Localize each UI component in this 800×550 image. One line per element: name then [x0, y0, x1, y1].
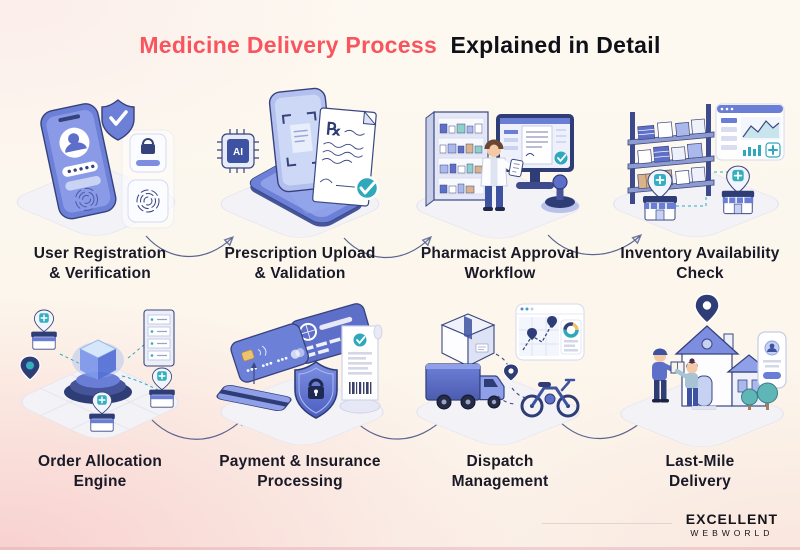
- bottom-edge-strip: [0, 547, 800, 550]
- allocation-core-icon: [64, 339, 132, 404]
- step-label: Pharmacist Approval Workflow: [421, 244, 579, 284]
- title-highlight: Medicine Delivery Process: [139, 32, 438, 58]
- pharmacy-store-icon: [149, 367, 175, 408]
- step-label-line1: Dispatch: [466, 453, 534, 470]
- step-label-line1: User Registration: [33, 245, 167, 262]
- phone-icon: [40, 103, 117, 220]
- pharmacy-store-icon: [643, 169, 677, 221]
- step-label-line2: Processing: [257, 472, 343, 490]
- location-pin-icon: [19, 355, 41, 381]
- step-prescription-upload: AI ℞: [200, 84, 400, 284]
- step-label-line2: Check: [676, 264, 724, 282]
- step-label-line2: Delivery: [669, 472, 731, 490]
- page-title: Medicine Delivery Process Explained in D…: [0, 32, 800, 59]
- home-location-pin-icon: [694, 293, 720, 324]
- step-label-line1: Order Allocation: [37, 453, 163, 470]
- step-label: Inventory Availability Check: [620, 244, 779, 284]
- step-inventory-check: Inventory Availability Check: [600, 84, 800, 284]
- payment-cards-shield-illustration: [216, 303, 384, 446]
- delivery-bike-icon: [520, 378, 580, 418]
- tree-icon: [741, 382, 778, 410]
- step-last-mile-delivery: Last-Mile Delivery: [600, 292, 800, 492]
- step-label: Payment & Insurance Processing: [219, 452, 380, 492]
- process-row-1: User Registration & Verification: [0, 84, 800, 284]
- flat-card-icon: [216, 362, 292, 411]
- route-pin-icon: [502, 363, 520, 382]
- receipt-icon: [339, 324, 383, 414]
- server-rack-icon: [143, 309, 175, 367]
- ai-chip-label: AI: [233, 147, 243, 158]
- pharmacy-store-icon: [31, 309, 57, 350]
- ai-chip-icon: AI: [217, 129, 259, 173]
- step-label-line2: Workflow: [464, 264, 536, 282]
- allocation-engine-illustration: [19, 309, 179, 439]
- delivery-app-phone-icon: [757, 331, 787, 389]
- step-payment-insurance: Payment & Insurance Processing: [200, 292, 400, 492]
- logo-divider-line: [542, 523, 672, 524]
- prescription-scan-illustration: AI ℞: [217, 87, 380, 238]
- brand-logo-line1: EXCELLENT: [685, 511, 778, 527]
- step-label-line2: Management: [451, 472, 549, 490]
- approval-monitor-icon: [496, 114, 574, 189]
- dispatch-truck-map-illustration: [416, 303, 585, 446]
- step-label-line2: Engine: [73, 472, 127, 490]
- title-rest-text: Explained in Detail: [450, 32, 661, 58]
- step-label-line1: Pharmacist Approval: [420, 245, 580, 262]
- step-label: Dispatch Management: [452, 452, 549, 492]
- inventory-dashboard-icon: [715, 103, 785, 161]
- step-label-line2: & Verification: [49, 264, 151, 282]
- step-label-line1: Inventory Availability: [620, 245, 780, 262]
- brand-logo: EXCELLENT WEBWORLD: [686, 511, 778, 538]
- step-user-registration: User Registration & Verification: [0, 84, 200, 284]
- check-badge-icon: [354, 175, 380, 201]
- step-label-line1: Prescription Upload: [224, 245, 376, 262]
- approval-stamp-icon: [541, 174, 579, 213]
- step-order-allocation: Order Allocation Engine: [0, 292, 200, 492]
- brand-logo-line2: WEBWORLD: [690, 528, 774, 538]
- parcel-box-icon: [440, 313, 496, 367]
- security-shield-lock-icon: [294, 361, 338, 419]
- step-label-line1: Payment & Insurance: [219, 453, 381, 470]
- process-row-2: Order Allocation Engine: [0, 292, 800, 492]
- step-label: Last-Mile Delivery: [666, 452, 735, 492]
- tracking-map-window-icon: [515, 303, 585, 361]
- home-delivery-illustration: [620, 293, 787, 448]
- registration-phone-illustration: [16, 99, 176, 236]
- warehouse-inventory-illustration: [613, 103, 785, 238]
- delivery-truck-icon: [425, 363, 505, 410]
- fingerprint-card-icon: [127, 179, 169, 223]
- pharmacist-workstation-illustration: [416, 111, 580, 239]
- shield-check-icon: [101, 99, 135, 141]
- step-label-line1: Last-Mile: [665, 453, 735, 470]
- pharmacy-store-icon: [721, 165, 755, 215]
- step-label-line2: & Validation: [254, 264, 346, 282]
- courier-figure: [652, 348, 685, 403]
- rx-symbol: ℞: [325, 119, 342, 139]
- medicine-shelf-icon: [425, 111, 489, 207]
- step-label: Prescription Upload & Validation: [224, 244, 375, 284]
- customer-figure: [674, 358, 698, 406]
- pharmacist-figure: [480, 139, 524, 211]
- step-label: Order Allocation Engine: [38, 452, 162, 492]
- credit-card-icon: [230, 323, 309, 383]
- lock-card-icon: [129, 133, 167, 173]
- pharmacy-store-icon: [89, 391, 115, 432]
- step-pharmacist-approval: Pharmacist Approval Workflow: [400, 84, 600, 284]
- step-label: User Registration & Verification: [34, 244, 167, 284]
- step-dispatch-management: Dispatch Management: [400, 292, 600, 492]
